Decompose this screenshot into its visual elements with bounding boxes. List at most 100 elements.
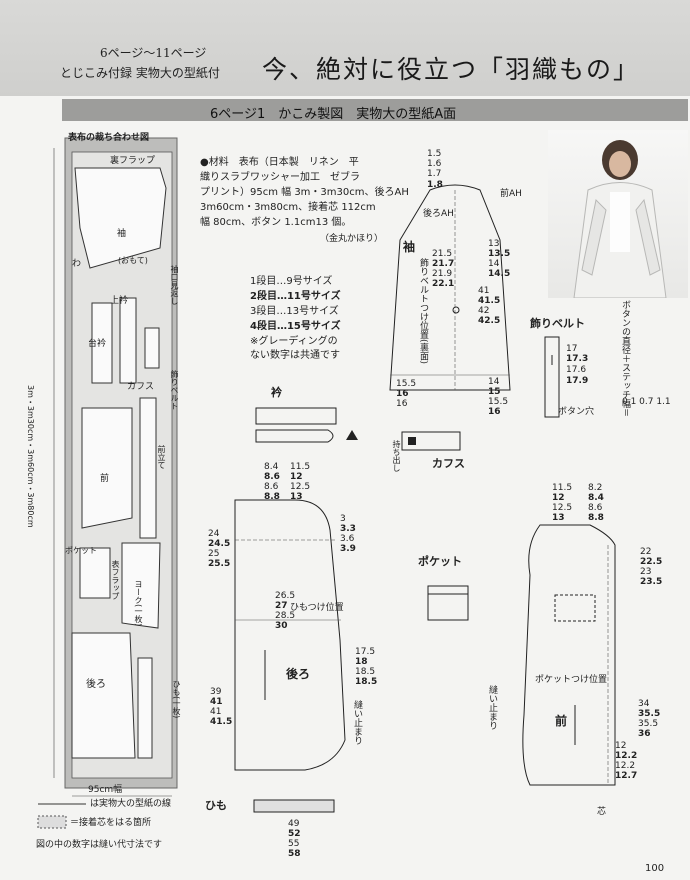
sleeve-cap-3: 21.9 [432, 269, 453, 279]
front-length-4: 36 [638, 729, 651, 739]
back-mid-3: 28.5 [275, 611, 296, 621]
size-3: 3段目…13号サイズ [250, 306, 339, 317]
himo-piece [253, 799, 335, 813]
header-band [0, 0, 690, 96]
materials-line4: 3m60cm・3m80cm、接着芯 112cm [200, 202, 376, 213]
piece-face: (おもて) [118, 256, 148, 265]
subheader-bar [62, 99, 688, 121]
back-side-4: 8.8 [264, 492, 280, 502]
sleeve-top-2: 1.6 [427, 159, 442, 169]
front-hem-3: 23 [640, 567, 652, 577]
front-length-2: 35.5 [638, 709, 661, 719]
layout-panel [53, 137, 178, 797]
sleeve-cap-2: 21.7 [432, 259, 455, 269]
back-hem-4: 25.5 [208, 559, 231, 569]
back-armhole-1: 17.5 [355, 647, 376, 657]
sleeve-top-4: 1.8 [427, 180, 443, 190]
button-note: ボタンの直径＋ステッチ幅＝ [620, 300, 630, 418]
himo-dim-3: 55 [288, 839, 300, 849]
button-hole-label: ボタン穴 [558, 407, 595, 417]
front-length-3: 35.5 [638, 719, 659, 729]
back-mid-1: 26.5 [275, 591, 296, 601]
layout-panel-title: 表布の裁ち合わせ図 [68, 133, 150, 143]
belt-dim-1: 17 [566, 344, 578, 354]
cuff-title: カフス [432, 457, 465, 470]
back-top-4: 13 [290, 492, 303, 502]
materials-line2: 織りスラブワッシャー加工 ゼブラ [200, 172, 360, 183]
piece-placket: 前立て [157, 445, 166, 469]
belt-position-label: 飾りベルトつけ位置(裏面) [418, 258, 428, 365]
front-side-2: 8.4 [588, 493, 604, 503]
sleeve-bottom-b2: 15 [488, 387, 501, 397]
piece-front: 前 [100, 474, 110, 484]
back-side-2: 8.6 [264, 472, 280, 482]
himo-dim-1: 49 [288, 819, 300, 829]
header-pages: 6ページ〜11ページ [100, 46, 207, 60]
size-note1: ※グレーディングの [250, 336, 338, 347]
sleeve-label: 袖 [403, 240, 416, 254]
piece-yoke: ヨーク(一枚) [134, 580, 143, 627]
sleeve-bottom-a2: 16 [396, 389, 409, 399]
cuff-piece [401, 431, 461, 451]
sleeve-bottom-b4: 16 [488, 407, 501, 417]
sleeve-width-3: 14 [488, 259, 500, 269]
back-label: 後ろ [286, 667, 311, 681]
materials-line3: プリント）95cm 幅 3m・3m30cm、後ろAH [200, 187, 409, 198]
back-length-2: 41 [210, 697, 223, 707]
front-bottom-1: 12 [615, 741, 627, 751]
back-pattern [234, 499, 346, 771]
back-shoulder-4: 3.9 [340, 544, 356, 554]
interfacing-label: 芯 [597, 807, 607, 817]
piece-sleeve: 袖 [117, 229, 127, 239]
sleeve-bottom-b1: 14 [488, 377, 500, 387]
back-hem-2: 24.5 [208, 539, 231, 549]
front-label: 前 [555, 714, 568, 728]
back-top-2: 12 [290, 472, 303, 482]
front-side-4: 8.8 [588, 513, 604, 523]
sleeve-hem-3: 42 [478, 306, 490, 316]
front-sew-stop-label: 縫い止まり [487, 685, 497, 730]
collar-piece [255, 407, 358, 443]
himo-dim-4: 58 [288, 849, 301, 859]
back-length-3: 41 [210, 707, 222, 717]
sleeve-pattern [389, 184, 511, 391]
front-top-3: 12.5 [552, 503, 573, 513]
back-top-1: 11.5 [290, 462, 311, 472]
legend-fusible: ＝接着芯をはる箇所 [70, 818, 152, 828]
back-armhole-2: 18 [355, 657, 368, 667]
subheader-text: 6ページ1 かこみ製図 実物大の型紙A面 [210, 107, 457, 122]
front-bottom-4: 12.7 [615, 771, 638, 781]
piece-cuff-facing: 袖口見返し [170, 265, 179, 305]
back-top-3: 12.5 [290, 482, 311, 492]
sleeve-width-1: 13 [488, 239, 500, 249]
front-top-4: 13 [552, 513, 565, 523]
sleeve-bottom-a1: 15.5 [396, 379, 417, 389]
belt-dim-2: 17.3 [566, 354, 589, 364]
sleeve-width-4: 14.5 [488, 269, 511, 279]
back-length-1: 39 [210, 687, 222, 697]
sleeve-bottom-b3: 15.5 [488, 397, 509, 407]
belt-title: 飾りベルト [530, 317, 585, 330]
layout-width: 95cm幅 [88, 785, 123, 795]
piece-cuff: カフス [127, 382, 155, 392]
back-armhole-4: 18.5 [355, 677, 378, 687]
size-4: 4段目…15号サイズ [250, 321, 341, 332]
piece-back: 後ろ [86, 679, 106, 690]
front-side-3: 8.6 [588, 503, 603, 513]
legend-swatches [37, 803, 86, 829]
back-hem-1: 24 [208, 529, 220, 539]
sleeve-top-1: 1.5 [427, 149, 442, 159]
pocket-position-label: ポケットつけ位置 [535, 675, 608, 685]
model-photo [548, 130, 688, 298]
pocket-piece [427, 585, 469, 621]
back-armhole-3: 18.5 [355, 667, 376, 677]
back-mid-2: 27 [275, 601, 288, 611]
belt-dim-4: 17.9 [566, 376, 589, 386]
back-shoulder-1: 3 [340, 514, 346, 524]
back-side-1: 8.4 [264, 462, 279, 472]
sleeve-hem-1: 41 [478, 286, 490, 296]
page-title: 今、絶対に役立つ「羽織もの」 [262, 55, 641, 84]
legend-seam: 図の中の数字は縫い代寸法です [36, 840, 163, 850]
piece-back-flap: 裏フラップ [110, 156, 156, 166]
front-hem-1: 22 [640, 547, 652, 557]
